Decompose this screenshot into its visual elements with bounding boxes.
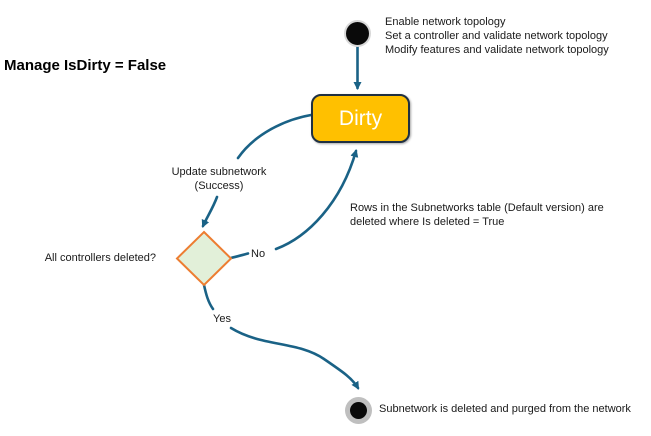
state-dirty: Dirty [311,94,410,143]
transition-label-line: (Success) [194,180,244,192]
initial-state-node [344,20,371,47]
transition-yes-label: Yes [213,313,231,325]
edge-update-label-to-decision [201,195,219,228]
diagram-title: Manage IsDirty = False [4,57,167,74]
transition-label-line: Update subnetwork [171,166,267,178]
edge-no-to-dirty [274,149,359,251]
transition-no-label: No [251,248,266,260]
annotation-line: Set a controller and validate network to… [385,30,608,42]
edge-dirty-to-update-label [236,113,313,160]
initial-state-annotation: Enable network topology Set a controller… [385,15,609,57]
edge-decision-no-stub [229,252,250,260]
decision-diamond [175,230,233,287]
note-line: Rows in the Subnetworks table (Default v… [350,202,604,214]
final-state-node [345,397,372,424]
state-dirty-label: Dirty [338,107,383,130]
transition-update-subnetwork-label: Update subnetwork (Success) [154,165,284,193]
annotation-line: Enable network topology [385,16,506,28]
edge-decision-yes-stub [202,283,215,311]
final-state-annotation: Subnetwork is deleted and purged from th… [379,403,631,415]
edge-yes-to-final [229,326,360,390]
decision-question-label: All controllers deleted? [44,252,156,264]
final-state-inner-dot [350,402,367,419]
transition-no-note: Rows in the Subnetworks table (Default v… [350,201,604,229]
note-line: deleted where Is deleted = True [350,216,505,228]
annotation-line: Modify features and validate network top… [385,44,609,56]
